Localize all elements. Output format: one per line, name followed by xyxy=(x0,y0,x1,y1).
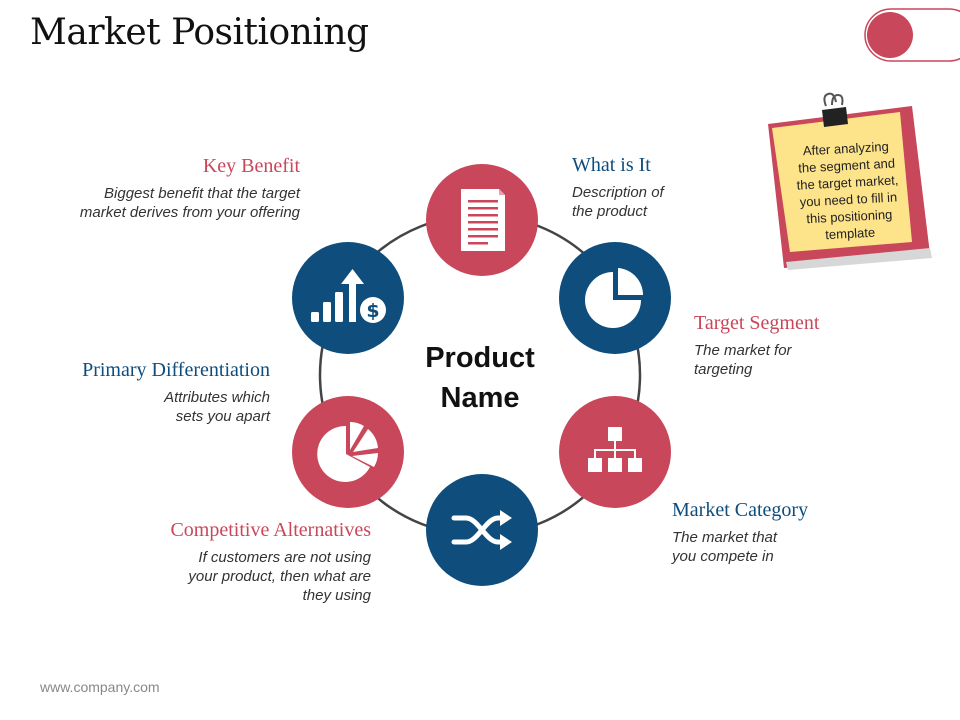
sticky-note xyxy=(768,92,932,270)
node-key-benefit: $ xyxy=(292,242,404,354)
page-title: Market Positioning xyxy=(30,12,369,53)
org-chart-icon xyxy=(588,427,642,472)
svg-text:$: $ xyxy=(366,300,379,322)
exploded-pie-icon xyxy=(317,422,378,482)
node-competitive-alternatives xyxy=(426,474,538,586)
node-primary-differentiation xyxy=(292,396,404,508)
desc-what-is-it: Description of the product xyxy=(572,184,664,220)
desc-market-category: The market that you compete in xyxy=(672,529,778,565)
label-key-benefit: Key Benefit Biggest benefit that the tar… xyxy=(10,154,300,222)
binder-clip-icon xyxy=(822,92,848,127)
label-what-is-it: What is It Description of the product xyxy=(572,153,664,221)
label-market-category: Market Category The market that you comp… xyxy=(672,498,808,566)
toggle-decoration xyxy=(864,8,960,62)
label-competitive-alternatives: Competitive Alternatives If customers ar… xyxy=(91,518,371,605)
node-target-segment xyxy=(559,242,671,354)
heading-key-benefit: Key Benefit xyxy=(202,155,300,177)
heading-competitive-alternatives: Competitive Alternatives xyxy=(170,519,371,541)
label-target-segment: Target Segment The market for targeting xyxy=(694,311,819,379)
desc-competitive-alternatives: If customers are not using your product,… xyxy=(188,549,371,604)
shuffle-icon xyxy=(451,510,512,550)
heading-primary-differentiation: Primary Differentiation xyxy=(82,359,270,381)
growth-dollar-icon: $ xyxy=(311,269,386,323)
heading-market-category: Market Category xyxy=(672,499,809,521)
node-what-is-it xyxy=(426,164,538,276)
document-icon xyxy=(461,189,505,251)
node-market-category xyxy=(559,396,671,508)
center-product-name: Product Name xyxy=(425,342,535,414)
pie-chart-icon xyxy=(585,268,644,328)
footer-website: www.company.com xyxy=(40,679,160,695)
desc-target-segment: The market for targeting xyxy=(694,342,792,378)
heading-what-is-it: What is It xyxy=(572,154,651,176)
desc-key-benefit: Biggest benefit that the target market d… xyxy=(79,185,300,221)
heading-target-segment: Target Segment xyxy=(694,312,820,334)
label-primary-differentiation: Primary Differentiation Attributes which… xyxy=(10,358,270,426)
desc-primary-differentiation: Attributes which sets you apart xyxy=(164,389,270,425)
sticky-note-text: After analyzing the segment and the targ… xyxy=(796,138,899,243)
